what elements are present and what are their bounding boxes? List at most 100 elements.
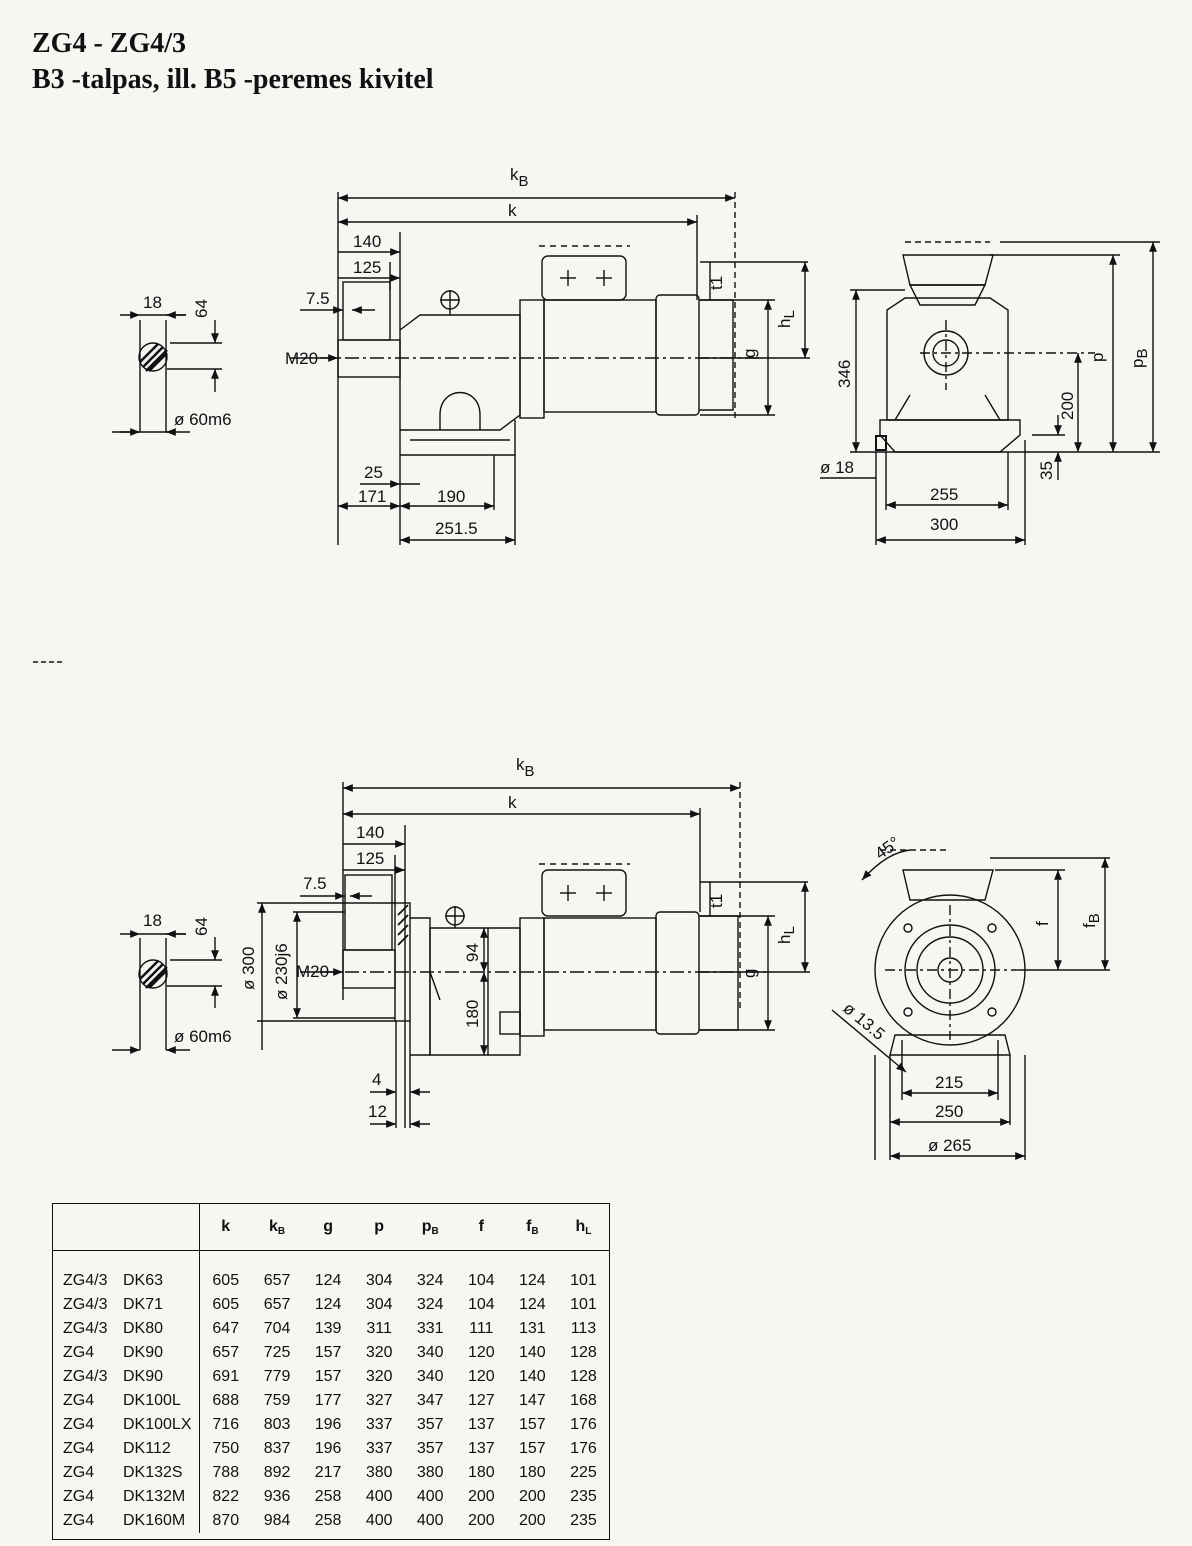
value-cell: 104: [467, 1272, 495, 1289]
value-cell: 235: [570, 1488, 597, 1505]
value-cell: 892: [263, 1464, 291, 1481]
value-cell: 304: [365, 1296, 393, 1313]
b5-end-215: 215: [935, 1073, 963, 1092]
motor-type: DK71: [123, 1296, 164, 1313]
b5-g: g: [740, 969, 759, 978]
value-cell: 657: [263, 1296, 291, 1313]
value-cell: 124: [519, 1296, 546, 1313]
value-cell: 337: [365, 1416, 393, 1433]
value-cell: 779: [263, 1368, 291, 1385]
b5-end-fB: fB: [1080, 913, 1103, 928]
value-cell: 331: [416, 1320, 444, 1337]
value-cell: 128: [570, 1368, 597, 1385]
title-line-1: ZG4 - ZG4/3: [32, 28, 187, 59]
value-cell: 400: [365, 1488, 393, 1505]
value-cell: 200: [519, 1488, 546, 1505]
value-cell: 196: [314, 1440, 342, 1457]
motor-type: DK100LX: [123, 1416, 192, 1433]
b3-end-pB: pB: [1128, 349, 1151, 368]
b5-4: 4: [372, 1070, 381, 1089]
value-cell: 101: [570, 1296, 597, 1313]
value-cell: 101: [570, 1272, 597, 1289]
value-cell: 157: [519, 1416, 546, 1433]
value-cell: 157: [314, 1368, 342, 1385]
col-hL: hL: [557, 1204, 609, 1251]
model-series: ZG4/3: [63, 1296, 108, 1313]
value-cell: 822: [212, 1488, 240, 1505]
b5-end-f: f: [1033, 921, 1052, 926]
value-cell: 725: [263, 1344, 291, 1361]
b5-k: k: [508, 793, 517, 812]
value-cell: 139: [314, 1320, 342, 1337]
b3-171: 171: [358, 487, 386, 506]
b3-190: 190: [437, 487, 465, 506]
motor-type: DK100L: [123, 1392, 181, 1409]
value-cell: 258: [314, 1488, 342, 1505]
b5-m20: M20: [296, 962, 329, 981]
value-cell: 759: [263, 1392, 291, 1409]
col-kB: kB: [251, 1204, 303, 1251]
value-cell: 400: [365, 1512, 393, 1529]
value-cell: 120: [467, 1368, 495, 1385]
value-cell: 691: [212, 1368, 240, 1385]
value-cell: 196: [314, 1416, 342, 1433]
model-series: ZG4: [63, 1488, 95, 1505]
b3-kB: kB: [510, 165, 529, 190]
value-cell: 320: [365, 1344, 393, 1361]
value-cell: 337: [365, 1440, 393, 1457]
value-cell: 870: [212, 1512, 240, 1529]
b3-shaft-18: 18: [143, 293, 162, 312]
value-cell: 605: [212, 1296, 240, 1313]
b5-125: 125: [356, 849, 384, 868]
value-cell: 200: [467, 1512, 495, 1529]
value-cell: 750: [212, 1440, 240, 1457]
b5-shaft-64: 64: [192, 917, 211, 936]
value-cell: 200: [467, 1488, 495, 1505]
value-cell: 113: [570, 1320, 597, 1337]
b5-7-5: 7.5: [303, 874, 327, 893]
value-cell: 140: [519, 1368, 546, 1385]
b3-end-p: p: [1088, 353, 1107, 362]
value-cell: 837: [263, 1440, 291, 1457]
technical-drawing: 18 64 ø 60m6 kB k 140 125 7.5 M20 25 171…: [33, 165, 1160, 1160]
col-p: p: [353, 1204, 405, 1251]
value-cell: 605: [212, 1272, 240, 1289]
value-cell: 111: [469, 1320, 494, 1337]
value-cell: 124: [519, 1272, 546, 1289]
value-cell: 357: [416, 1416, 444, 1433]
b5-shaft-section: [112, 930, 222, 1054]
b5-t1: t1: [707, 894, 726, 908]
b3-end-18: ø 18: [820, 458, 854, 477]
b5-230: ø 230j6: [272, 943, 291, 1000]
value-cell: 327: [365, 1392, 393, 1409]
value-cell: 137: [467, 1440, 495, 1457]
value-cell: 177: [314, 1392, 342, 1409]
col-pB: pB: [404, 1204, 456, 1251]
value-cell: 137: [467, 1416, 495, 1433]
col-k: k: [199, 1204, 252, 1251]
motor-type: DK132S: [123, 1464, 183, 1481]
b5-300: ø 300: [239, 947, 258, 990]
b3-140: 140: [353, 232, 381, 251]
value-cell: 180: [519, 1464, 546, 1481]
b3-shaft-section: [112, 311, 222, 436]
b5-shaft-60: ø 60m6: [174, 1027, 232, 1046]
value-cell: 657: [212, 1344, 240, 1361]
b3-251-5: 251.5: [435, 519, 478, 538]
value-cell: 176: [570, 1440, 597, 1457]
value-cell: 380: [416, 1464, 444, 1481]
motor-type: DK80: [123, 1320, 164, 1337]
b5-end-view: [831, 849, 1110, 1160]
